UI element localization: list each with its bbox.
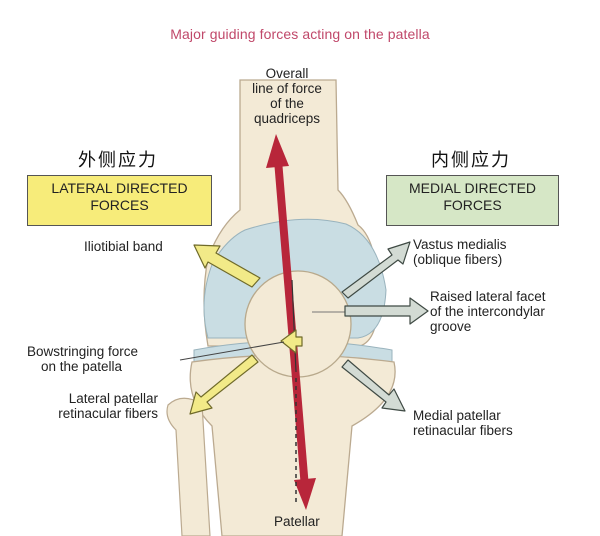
quadriceps-arrowhead-top [266, 134, 289, 168]
lateral-retinacular-line2: retinacular fibers [58, 406, 158, 421]
raised-facet-arrow [344, 297, 429, 325]
overall-line2: line of force [252, 81, 322, 96]
medial-retinacular-label: Medial patellar retinacular fibers [413, 408, 513, 438]
overall-line4: quadriceps [253, 111, 321, 126]
vastus-medialis-label: Vastus medialis (oblique fibers) [413, 237, 507, 267]
medial-retinacular-line2: retinacular fibers [413, 423, 513, 438]
overall-line3: of the [270, 96, 304, 111]
patellar-label: Patellar [274, 514, 320, 529]
raised-facet-line3: groove [430, 319, 472, 334]
fibula-bone [166, 397, 211, 536]
medial-forces-box: MEDIAL DIRECTED FORCES [386, 175, 559, 226]
bowstring-label: Bowstringing force on the patella [27, 344, 138, 374]
lateral-chinese-label: 外侧应力 [78, 150, 158, 171]
diagram-title: Major guiding forces acting on the patel… [170, 26, 430, 42]
resultant-line [291, 279, 297, 373]
vastus-line2: (oblique fibers) [413, 252, 503, 267]
lateral-retinacular-line1: Lateral patellar [68, 391, 158, 406]
lateral-retinacular-label: Lateral patellar retinacular fibers [13, 391, 158, 421]
medial-retinacular-line1: Medial patellar [413, 408, 501, 423]
vastus-medialis-arrow [341, 241, 411, 299]
medial-retinacular-arrow [341, 359, 406, 412]
bowstring-line2: on the patella [41, 359, 123, 374]
raised-facet-line2: of the intercondylar [430, 304, 545, 319]
raised-facet-line1: Raised lateral facet [430, 289, 546, 304]
lateral-box-line1: LATERAL DIRECTED [51, 180, 188, 196]
medial-chinese-label: 内侧应力 [431, 150, 511, 171]
overall-force-label: Overall line of force of the quadriceps [232, 66, 342, 126]
lateral-box-line2: FORCES [90, 197, 149, 213]
iliotibial-band-label: Iliotibial band [84, 239, 163, 254]
lateral-forces-box: LATERAL DIRECTED FORCES [27, 175, 212, 226]
vastus-line1: Vastus medialis [413, 237, 507, 252]
medial-box-line1: MEDIAL DIRECTED [408, 180, 537, 196]
medial-box-line2: FORCES [443, 197, 502, 213]
bowstring-arrow [280, 329, 303, 354]
quadriceps-force-line [274, 159, 309, 489]
bowstring-pointer-line [179, 341, 285, 361]
raised-facet-label: Raised lateral facet of the intercondyla… [430, 289, 546, 334]
lateral-retinacular-arrow [189, 354, 259, 415]
patellar-arrowhead-bottom [294, 478, 316, 510]
bowstring-line1: Bowstringing force [27, 344, 139, 359]
iliotibial-arrow [193, 244, 261, 288]
overall-line1: Overall [265, 66, 309, 81]
